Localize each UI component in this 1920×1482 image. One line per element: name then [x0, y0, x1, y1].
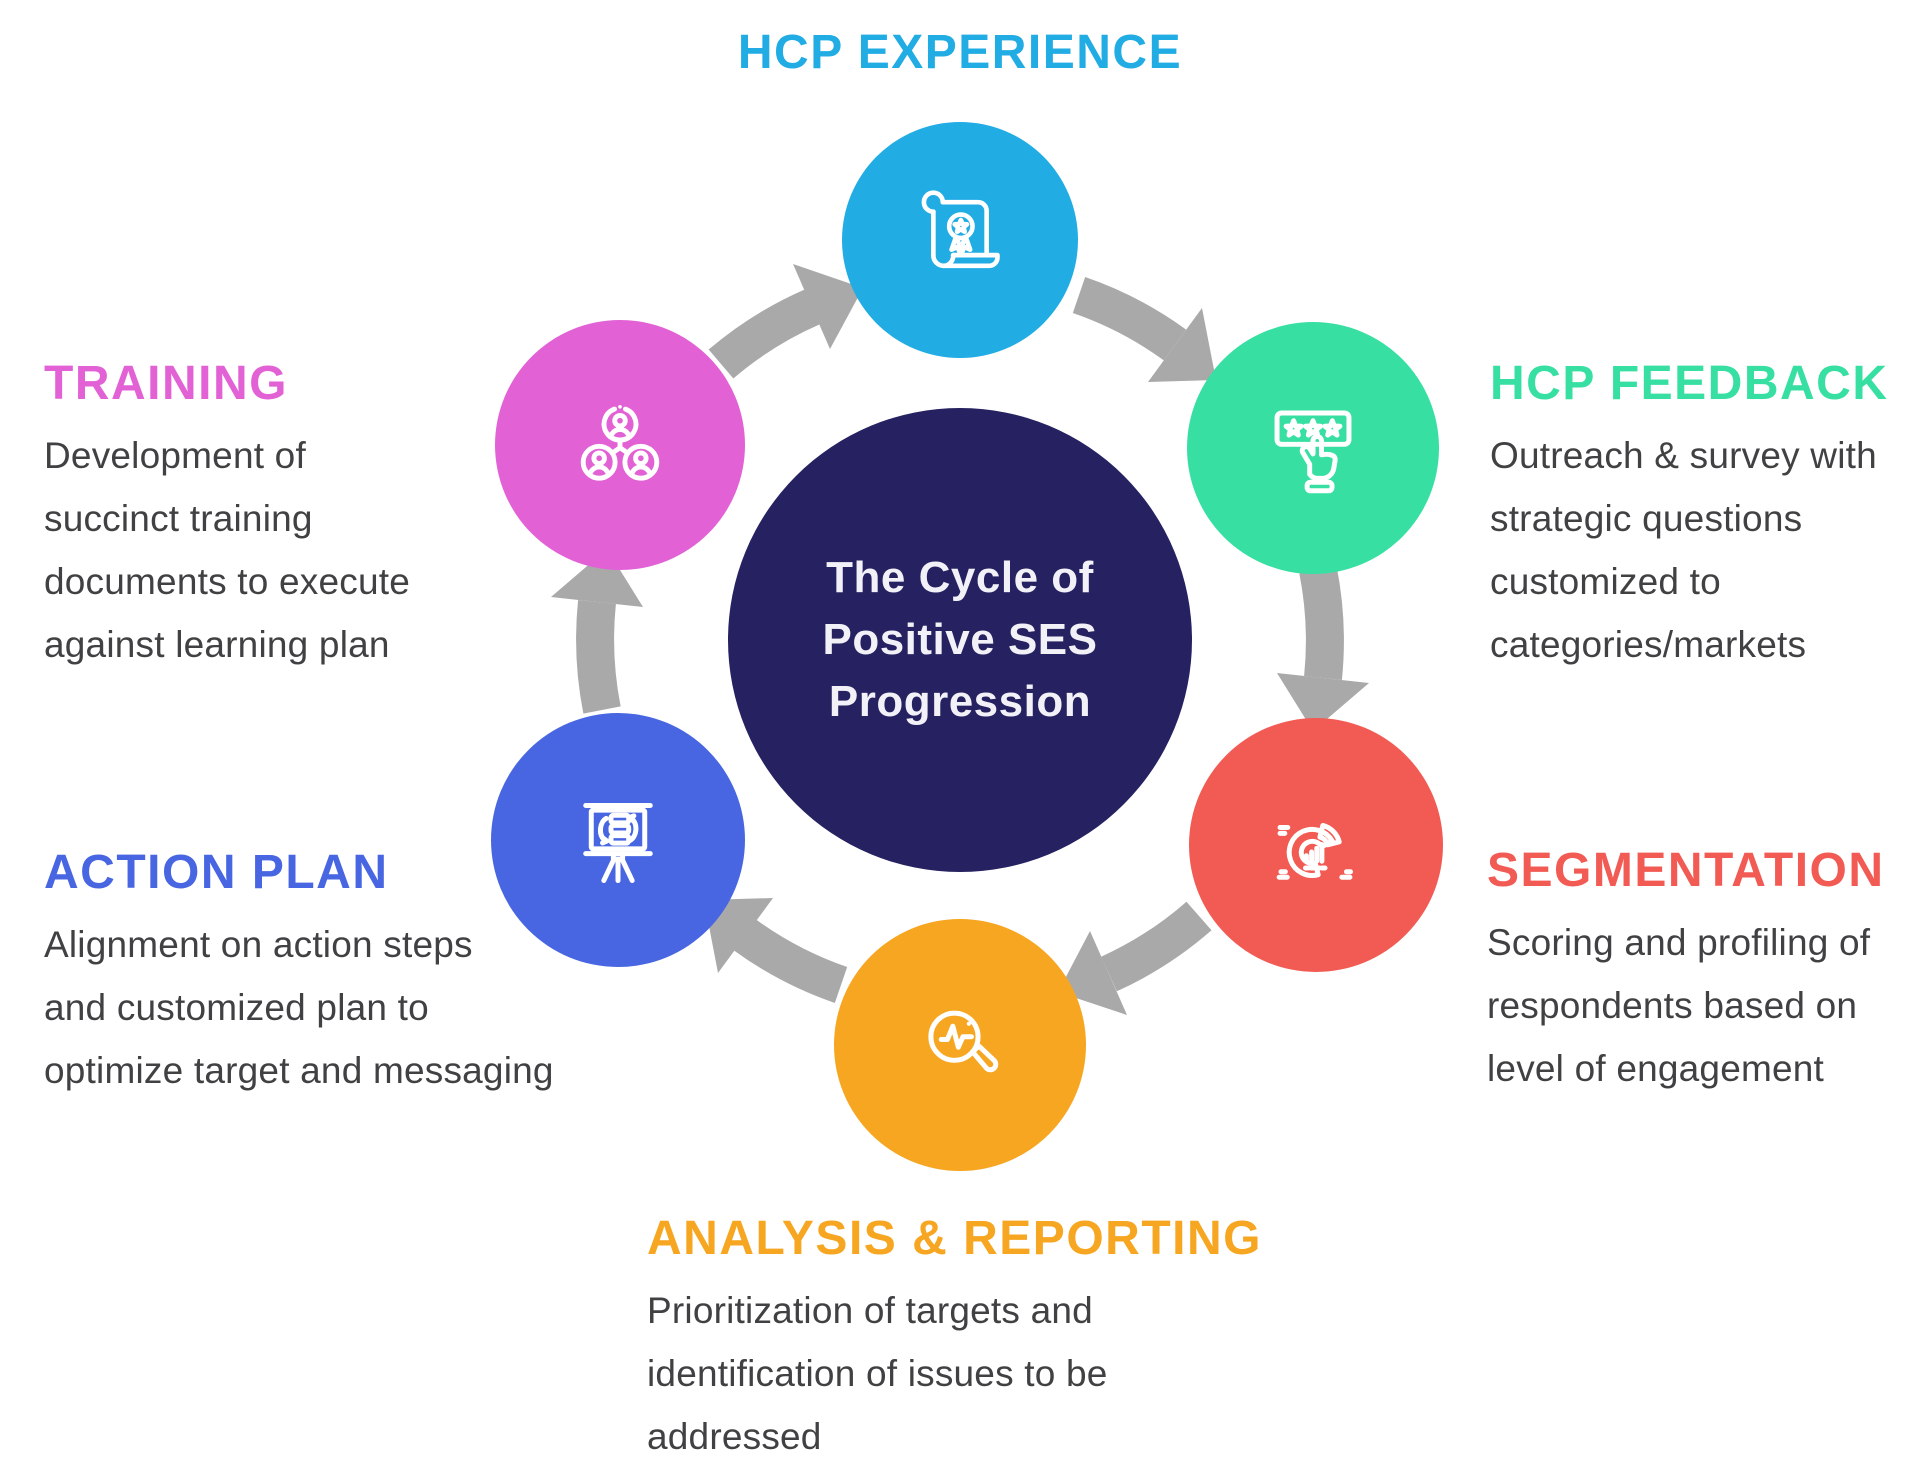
node-circle-analysis-reporting — [834, 919, 1086, 1171]
star-rating-tap-icon — [1274, 410, 1352, 494]
node-circle-hcp-experience — [842, 122, 1078, 358]
node-circle-training — [495, 320, 745, 570]
presentation-board-icon — [583, 803, 653, 884]
action-plan-title: ACTION PLAN — [44, 846, 389, 899]
label-segmentation: SEGMENTATION Scoring and profiling of re… — [1487, 842, 1885, 1100]
training-title: TRAINING — [44, 357, 288, 410]
node-circle-action-plan — [491, 713, 745, 967]
arrow-training-to-experience — [708, 264, 863, 379]
center-title: The Cycle of Positive SES Progression — [822, 553, 1098, 726]
analysis-reporting-title: ANALYSIS & REPORTING — [647, 1212, 1262, 1265]
certificate-scroll-icon — [921, 190, 1000, 269]
segmentation-description: Scoring and profiling of respondents bas… — [1487, 922, 1871, 1089]
magnifier-pulse-icon — [928, 1010, 999, 1073]
label-hcp-experience: HCP EXPERIENCE — [0, 24, 1920, 82]
hcp-feedback-description: Outreach & survey with strategic questio… — [1490, 435, 1877, 665]
segmentation-title: SEGMENTATION — [1487, 844, 1885, 897]
team-network-icon — [580, 404, 660, 481]
label-training: TRAINING Development of succinct trainin… — [44, 355, 410, 676]
node-circle-segmentation — [1189, 718, 1443, 972]
arrow-segmentation-to-analysis — [1058, 901, 1212, 1015]
center-circle: The Cycle of Positive SES Progression — [728, 408, 1192, 872]
arrow-actionplan-to-training — [551, 549, 643, 714]
hcp-experience-title: HCP EXPERIENCE — [737, 26, 1183, 79]
analysis-reporting-description: Prioritization of targets and identifica… — [647, 1290, 1108, 1457]
action-plan-description: Alignment on action steps and customized… — [44, 924, 554, 1091]
segmented-pie-chart-icon — [1276, 822, 1353, 880]
node-circle-hcp-feedback — [1187, 322, 1439, 574]
arrow-analysis-to-actionplan — [704, 898, 848, 1003]
label-analysis-reporting: ANALYSIS & REPORTING Prioritization of t… — [647, 1210, 1262, 1468]
label-action-plan: ACTION PLAN Alignment on action steps an… — [44, 844, 554, 1102]
hcp-feedback-title: HCP FEEDBACK — [1490, 357, 1889, 410]
arrow-experience-to-feedback — [1072, 277, 1216, 382]
label-hcp-feedback: HCP FEEDBACK Outreach & survey with stra… — [1490, 355, 1888, 676]
arrow-feedback-to-segmentation — [1277, 566, 1369, 731]
training-description: Development of succinct training documen… — [44, 435, 410, 665]
